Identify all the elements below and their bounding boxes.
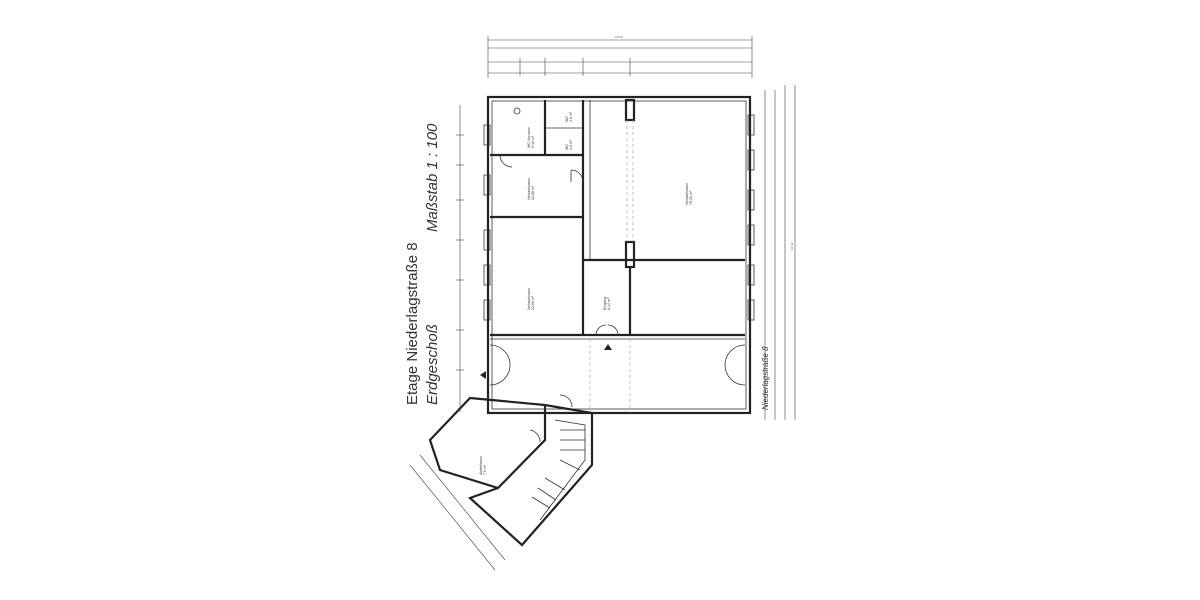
room-label-verkaufsraum-medium: Verkaufsraum22,60 m² [527, 288, 535, 310]
dimension-lines-right: 10,42 [764, 85, 796, 420]
dimension-lines-left [409, 105, 506, 571]
room-label-eingang: Eingang6,14 m² [603, 297, 611, 310]
room-label-verkaufsraum-small: Verkaufsraum12,08 m² [527, 178, 535, 200]
street-label: Niederlagstraße 8 [761, 346, 770, 410]
room-label-wc-vorraum: WC-Vorraum6,10 m² [527, 127, 535, 148]
room-label-wc-1: WC1,6 m² [565, 111, 573, 122]
plan-title: Etage Niederlagstraße 8 [404, 242, 421, 405]
overall-width-label: 13,24 [615, 35, 623, 39]
building-walls [480, 95, 755, 415]
scale-label: Maßstab 1 : 100 [424, 123, 441, 232]
annex-walls [428, 394, 594, 547]
overall-depth-label: 10,42 [790, 242, 794, 250]
plan-subtitle: Erdgeschoß [424, 324, 441, 405]
dimension-lines-top: 13,24 [487, 35, 753, 78]
room-label-abstellraum: Abstellraum7,6 m² [479, 456, 487, 475]
room-label-verkaufsraum-large: Verkaufsraum75,33 m² [685, 183, 693, 205]
room-label-wc-2: WC1,6 m² [565, 139, 573, 150]
room-labels: WC-Vorraum6,10 m² WC1,6 m² WC1,6 m² Verk… [479, 111, 693, 475]
